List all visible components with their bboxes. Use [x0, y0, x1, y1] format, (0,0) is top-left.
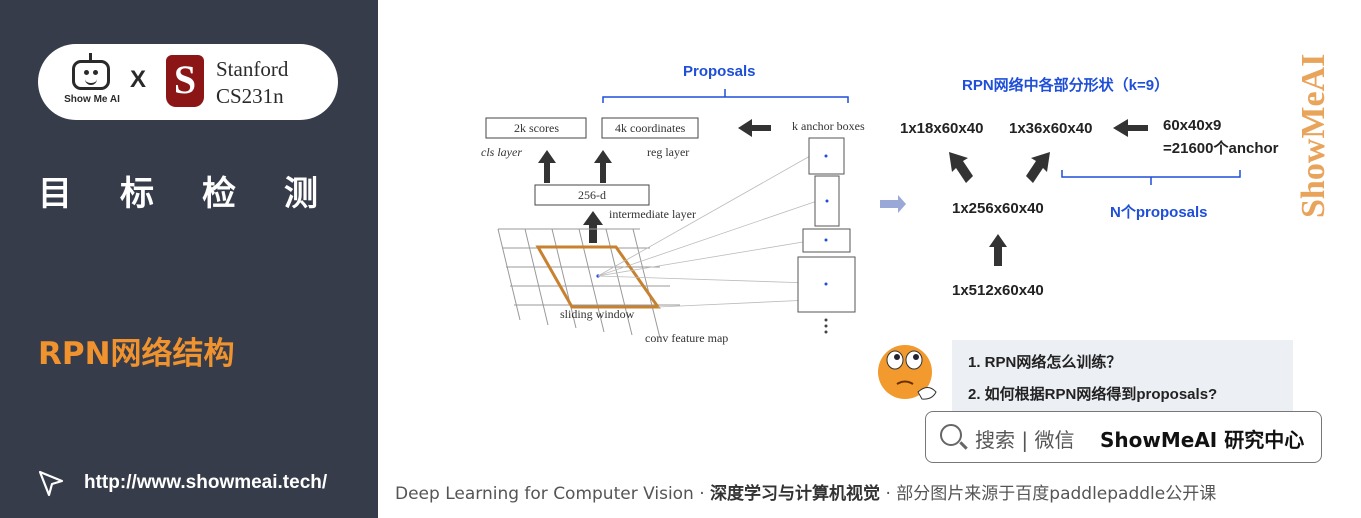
- scores-box-label: 2k scores: [514, 121, 559, 135]
- footer-course-cn: 深度学习与计算机视觉: [710, 484, 881, 504]
- intermediate-layer-label: intermediate layer: [609, 207, 696, 221]
- course-label: CS231n: [216, 84, 284, 108]
- proposals-label: Proposals: [683, 63, 756, 80]
- cls-layer-label: cls layer: [481, 145, 522, 159]
- showmeai-watermark: ShowMeAI: [1295, 53, 1332, 218]
- scores-box: [485, 117, 587, 139]
- wechat-search-box[interactable]: [925, 411, 1322, 463]
- shape-flow-arrows: [949, 119, 1148, 266]
- cls-shape-label: 1x18x60x40: [900, 120, 984, 137]
- footer: Deep Learning for Computer Vision · 深度学习…: [395, 479, 1216, 504]
- proposals-bracket: [602, 89, 849, 103]
- footer-sep-2: ·: [880, 484, 897, 504]
- anchor-centers: [824, 154, 829, 286]
- questions-panel: [952, 340, 1293, 412]
- sliding-window-label: sliding window: [560, 307, 635, 321]
- anchor-projection-lines: [597, 155, 821, 308]
- footer-course: Deep Learning for Computer Vision: [395, 484, 694, 504]
- showmeai-robot-icon: [72, 60, 110, 90]
- website-link[interactable]: http://www.showmeai.tech/: [84, 472, 328, 493]
- search-brand: ShowMeAI 研究中心: [1100, 428, 1305, 452]
- proposals-n-bracket: [1061, 170, 1241, 185]
- question-1: 1. RPN网络怎么训练？: [968, 354, 1122, 371]
- input-shape-label: 1x512x60x40: [952, 282, 1044, 299]
- collab-x: X: [130, 66, 147, 93]
- thinking-face-icon: [878, 345, 937, 400]
- feature-map-label: conv feature map: [645, 331, 729, 345]
- section-subtitle: RPN网络结构: [38, 336, 235, 372]
- search-label: 搜索 | 微信: [975, 428, 1075, 452]
- footer-sep-1: ·: [693, 484, 711, 504]
- coords-box-label: 4k coordinates: [615, 121, 686, 135]
- coords-box: [601, 117, 699, 139]
- page-title: 目标检测: [38, 174, 366, 214]
- showmeai-logo-text: Show Me AI: [64, 94, 120, 105]
- reg-layer-label: reg layer: [647, 145, 690, 159]
- anchor-count-line2: =21600个anchor: [1163, 140, 1279, 157]
- anchor-boxes-label: k anchor boxes: [792, 119, 865, 133]
- intermediate-box: [534, 184, 650, 206]
- footer-source: 部分图片来源于百度paddlepaddle公开课: [896, 484, 1217, 504]
- ellipsis-dots: [824, 318, 828, 334]
- search-icon: [940, 424, 962, 446]
- cursor-icon: [38, 470, 64, 497]
- intermediate-box-label: 256-d: [578, 188, 606, 202]
- anchor-boxes: [797, 137, 856, 313]
- mid-shape-label: 1x256x60x40: [952, 200, 1044, 217]
- proposals-n-label: N个proposals: [1110, 204, 1208, 221]
- stanford-logo-icon: S: [166, 55, 204, 107]
- rpn-shapes-title: RPN网络中各部分形状（k=9）: [962, 77, 1170, 94]
- question-2: 2. 如何根据RPN网络得到proposals?: [968, 386, 1218, 403]
- stanford-label: Stanford: [216, 57, 289, 81]
- transition-arrow: [880, 195, 906, 213]
- reg-shape-label: 1x36x60x40: [1009, 120, 1093, 137]
- robot-antenna: [89, 53, 92, 61]
- anchor-count-line1: 60x40x9: [1163, 117, 1222, 134]
- sidebar: Show Me AI X S Stanford CS231n 目标检测 RPN网…: [0, 0, 378, 518]
- flow-arrows: [538, 119, 771, 243]
